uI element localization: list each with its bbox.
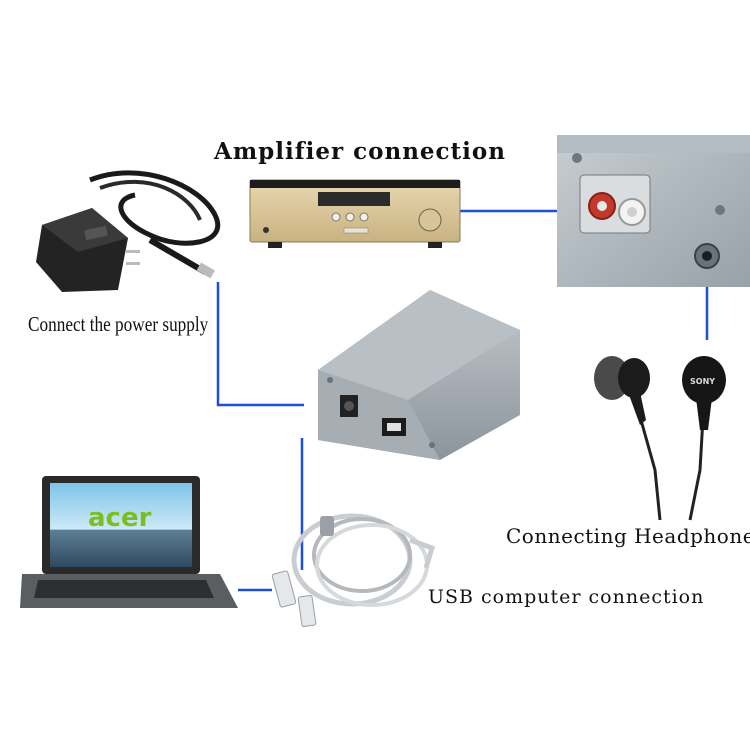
laptop-image <box>20 476 238 608</box>
sony-logo: SONY <box>690 377 715 386</box>
power-adapter-image <box>36 170 221 292</box>
power-supply-label: Connect the power supply <box>28 312 209 336</box>
rca-closeup-image <box>557 135 750 287</box>
usb-cable-image <box>271 513 436 628</box>
headphones-label: Connecting Headphones <box>506 524 750 548</box>
dac-unit-image <box>304 285 530 475</box>
usb-connection-label: USB computer connection <box>428 586 705 608</box>
acer-logo: acer <box>88 503 152 533</box>
power-line <box>216 282 322 407</box>
amplifier-label: Amplifier connection <box>214 138 506 165</box>
amplifier-image <box>249 179 461 248</box>
headphones-image <box>594 356 726 521</box>
